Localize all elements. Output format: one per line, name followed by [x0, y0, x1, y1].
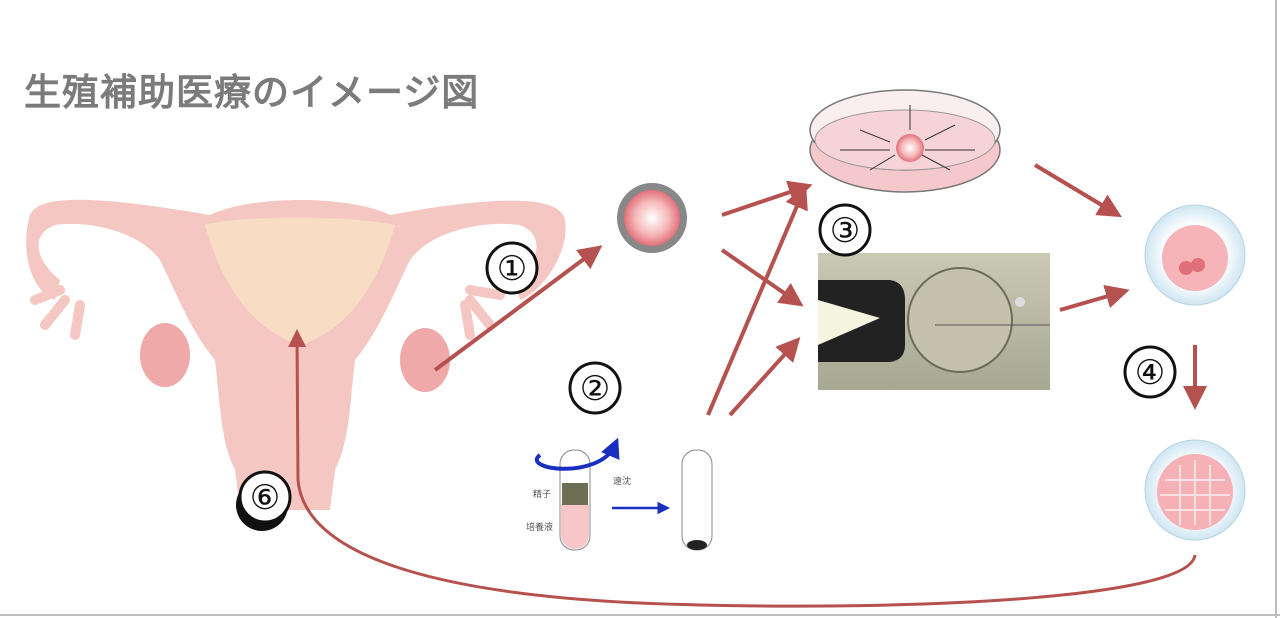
centrifuge-label: 遠沈 — [613, 475, 631, 487]
svg-text:①: ① — [497, 250, 527, 288]
icsi-micrograph — [818, 253, 1050, 390]
medium-label: 培養液 — [526, 521, 553, 533]
step-1-label: ① — [485, 241, 539, 295]
frame-border-right — [1275, 0, 1277, 618]
fertilized-egg-icon — [1144, 204, 1246, 306]
diagram-title: 生殖補助医療のイメージ図 — [24, 71, 480, 114]
sperm-label: 精子 — [533, 488, 551, 500]
process-arrows — [288, 163, 1207, 608]
svg-text:⑥: ⑥ — [250, 479, 280, 517]
blastocyst-icon — [1144, 439, 1246, 541]
oocyte-icon — [617, 183, 687, 253]
svg-text:③: ③ — [830, 212, 860, 250]
step-3-label: ③ — [818, 203, 872, 257]
step-6-label: ⑥ — [236, 470, 292, 531]
svg-text:②: ② — [580, 370, 610, 408]
petri-dish-icon — [809, 89, 1001, 193]
centrifuge-tubes-illustration: 精子 培養液 遠沈 — [526, 437, 713, 551]
frame-border-bottom — [0, 614, 1280, 616]
svg-text:④: ④ — [1135, 354, 1165, 392]
step-4-label: ④ — [1123, 345, 1177, 399]
step-2-label: ② — [568, 361, 622, 415]
